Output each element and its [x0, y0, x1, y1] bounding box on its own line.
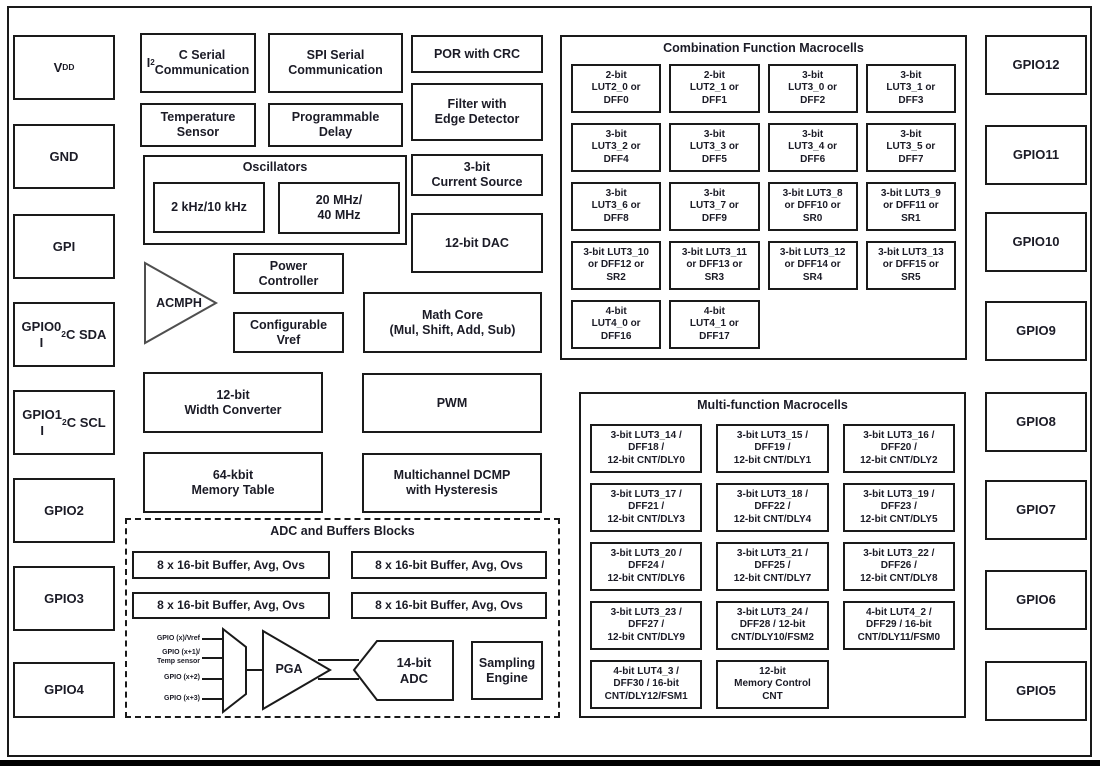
buffer-block: 8 x 16-bit Buffer, Avg, Ovs — [132, 551, 330, 579]
pin-gpio3: GPIO3 — [13, 566, 115, 631]
block-pwm: PWM — [362, 373, 542, 433]
multifunction-macrocell: 3-bit LUT3_22 /DFF26 /12-bit CNT/DLY8 — [842, 542, 955, 591]
multifunction-macrocell: 3-bit LUT3_18 /DFF22 /12-bit CNT/DLY4 — [716, 483, 829, 532]
pin-gpio8: GPIO8 — [985, 392, 1087, 452]
multifunction-macrocell: 3-bit LUT3_17 /DFF21 /12-bit CNT/DLY3 — [590, 483, 703, 532]
pin-gpio7: GPIO7 — [985, 480, 1087, 540]
pin-gpio9: GPIO9 — [985, 301, 1087, 361]
pin-gpio10: GPIO10 — [985, 212, 1087, 272]
multifunction-macrocell: 3-bit LUT3_23 /DFF27 /12-bit CNT/DLY9 — [590, 601, 703, 650]
multifunction-macrocell: 3-bit LUT3_14 /DFF18 /12-bit CNT/DLY0 — [590, 424, 703, 473]
adc-section-title: ADC and Buffers Blocks — [270, 524, 415, 538]
block-oscillator-low: 2 kHz/10 kHz — [153, 182, 265, 233]
multifunction-macrocell: 3-bit LUT3_15 /DFF19 /12-bit CNT/DLY1 — [716, 424, 829, 473]
buffer-block: 8 x 16-bit Buffer, Avg, Ovs — [351, 551, 547, 579]
multifunction-macrocell: 3-bit LUT3_19 /DFF23 /12-bit CNT/DLY5 — [842, 483, 955, 532]
footer-bar — [0, 760, 1100, 766]
combination-title: Combination Function Macrocells — [663, 41, 864, 55]
pin-gpi: GPI — [13, 214, 115, 279]
oscillators-title: Oscillators — [242, 160, 308, 174]
adc-input-label: GPIO (x+1)/Temp sensor — [156, 649, 200, 666]
adc-pentagon-shape — [352, 640, 454, 701]
multifunction-macrocell: 3-bit LUT3_16 /DFF20 /12-bit CNT/DLY2 — [842, 424, 955, 473]
adc-input-label: GPIO (x+3) — [164, 695, 200, 702]
section-multifunction-macrocells: Multi-function Macrocells 3-bit LUT3_14 … — [579, 392, 966, 718]
multifunction-grid: 3-bit LUT3_14 /DFF18 /12-bit CNT/DLY0 3-b… — [590, 424, 955, 709]
pin-gpio6: GPIO6 — [985, 570, 1087, 630]
acmph-triangle-icon — [144, 261, 219, 345]
pin-gpio11: GPIO11 — [985, 125, 1087, 185]
adc-input-label: GPIO (x+2) — [164, 674, 200, 681]
block-dac: 12-bit DAC — [411, 213, 543, 273]
pga-label: PGA — [275, 662, 303, 676]
pin-gpio5: GPIO5 — [985, 661, 1087, 721]
block-oscillator-high: 20 MHz/40 MHz — [278, 182, 400, 234]
diagram-border — [7, 6, 1092, 757]
block-por-crc: POR with CRC — [411, 35, 543, 73]
analog-chain-shapes — [202, 626, 454, 715]
pin-gpio12: GPIO12 — [985, 35, 1087, 95]
pga-triangle-shape — [262, 629, 332, 711]
buffer-block: 8 x 16-bit Buffer, Avg, Ovs — [132, 592, 330, 619]
pin-gnd: GND — [13, 124, 115, 189]
mux-shape — [222, 626, 247, 715]
adc-input-label: GPIO (x)/Vref — [156, 635, 200, 642]
buffer-block: 8 x 16-bit Buffer, Avg, Ovs — [351, 592, 547, 619]
acmph-label: ACMPH — [156, 296, 202, 310]
multifunction-title: Multi-function Macrocells — [697, 398, 848, 412]
pin-gpio2: GPIO2 — [13, 478, 115, 543]
block-math-core: Math Core(Mul, Shift, Add, Sub) — [363, 292, 542, 353]
pin-gpio4: GPIO4 — [13, 662, 115, 718]
multifunction-macrocell: 3-bit LUT3_21 /DFF25 /12-bit CNT/DLY7 — [716, 542, 829, 591]
multifunction-macrocell: 3-bit LUT3_20 /DFF24 /12-bit CNT/DLY6 — [590, 542, 703, 591]
